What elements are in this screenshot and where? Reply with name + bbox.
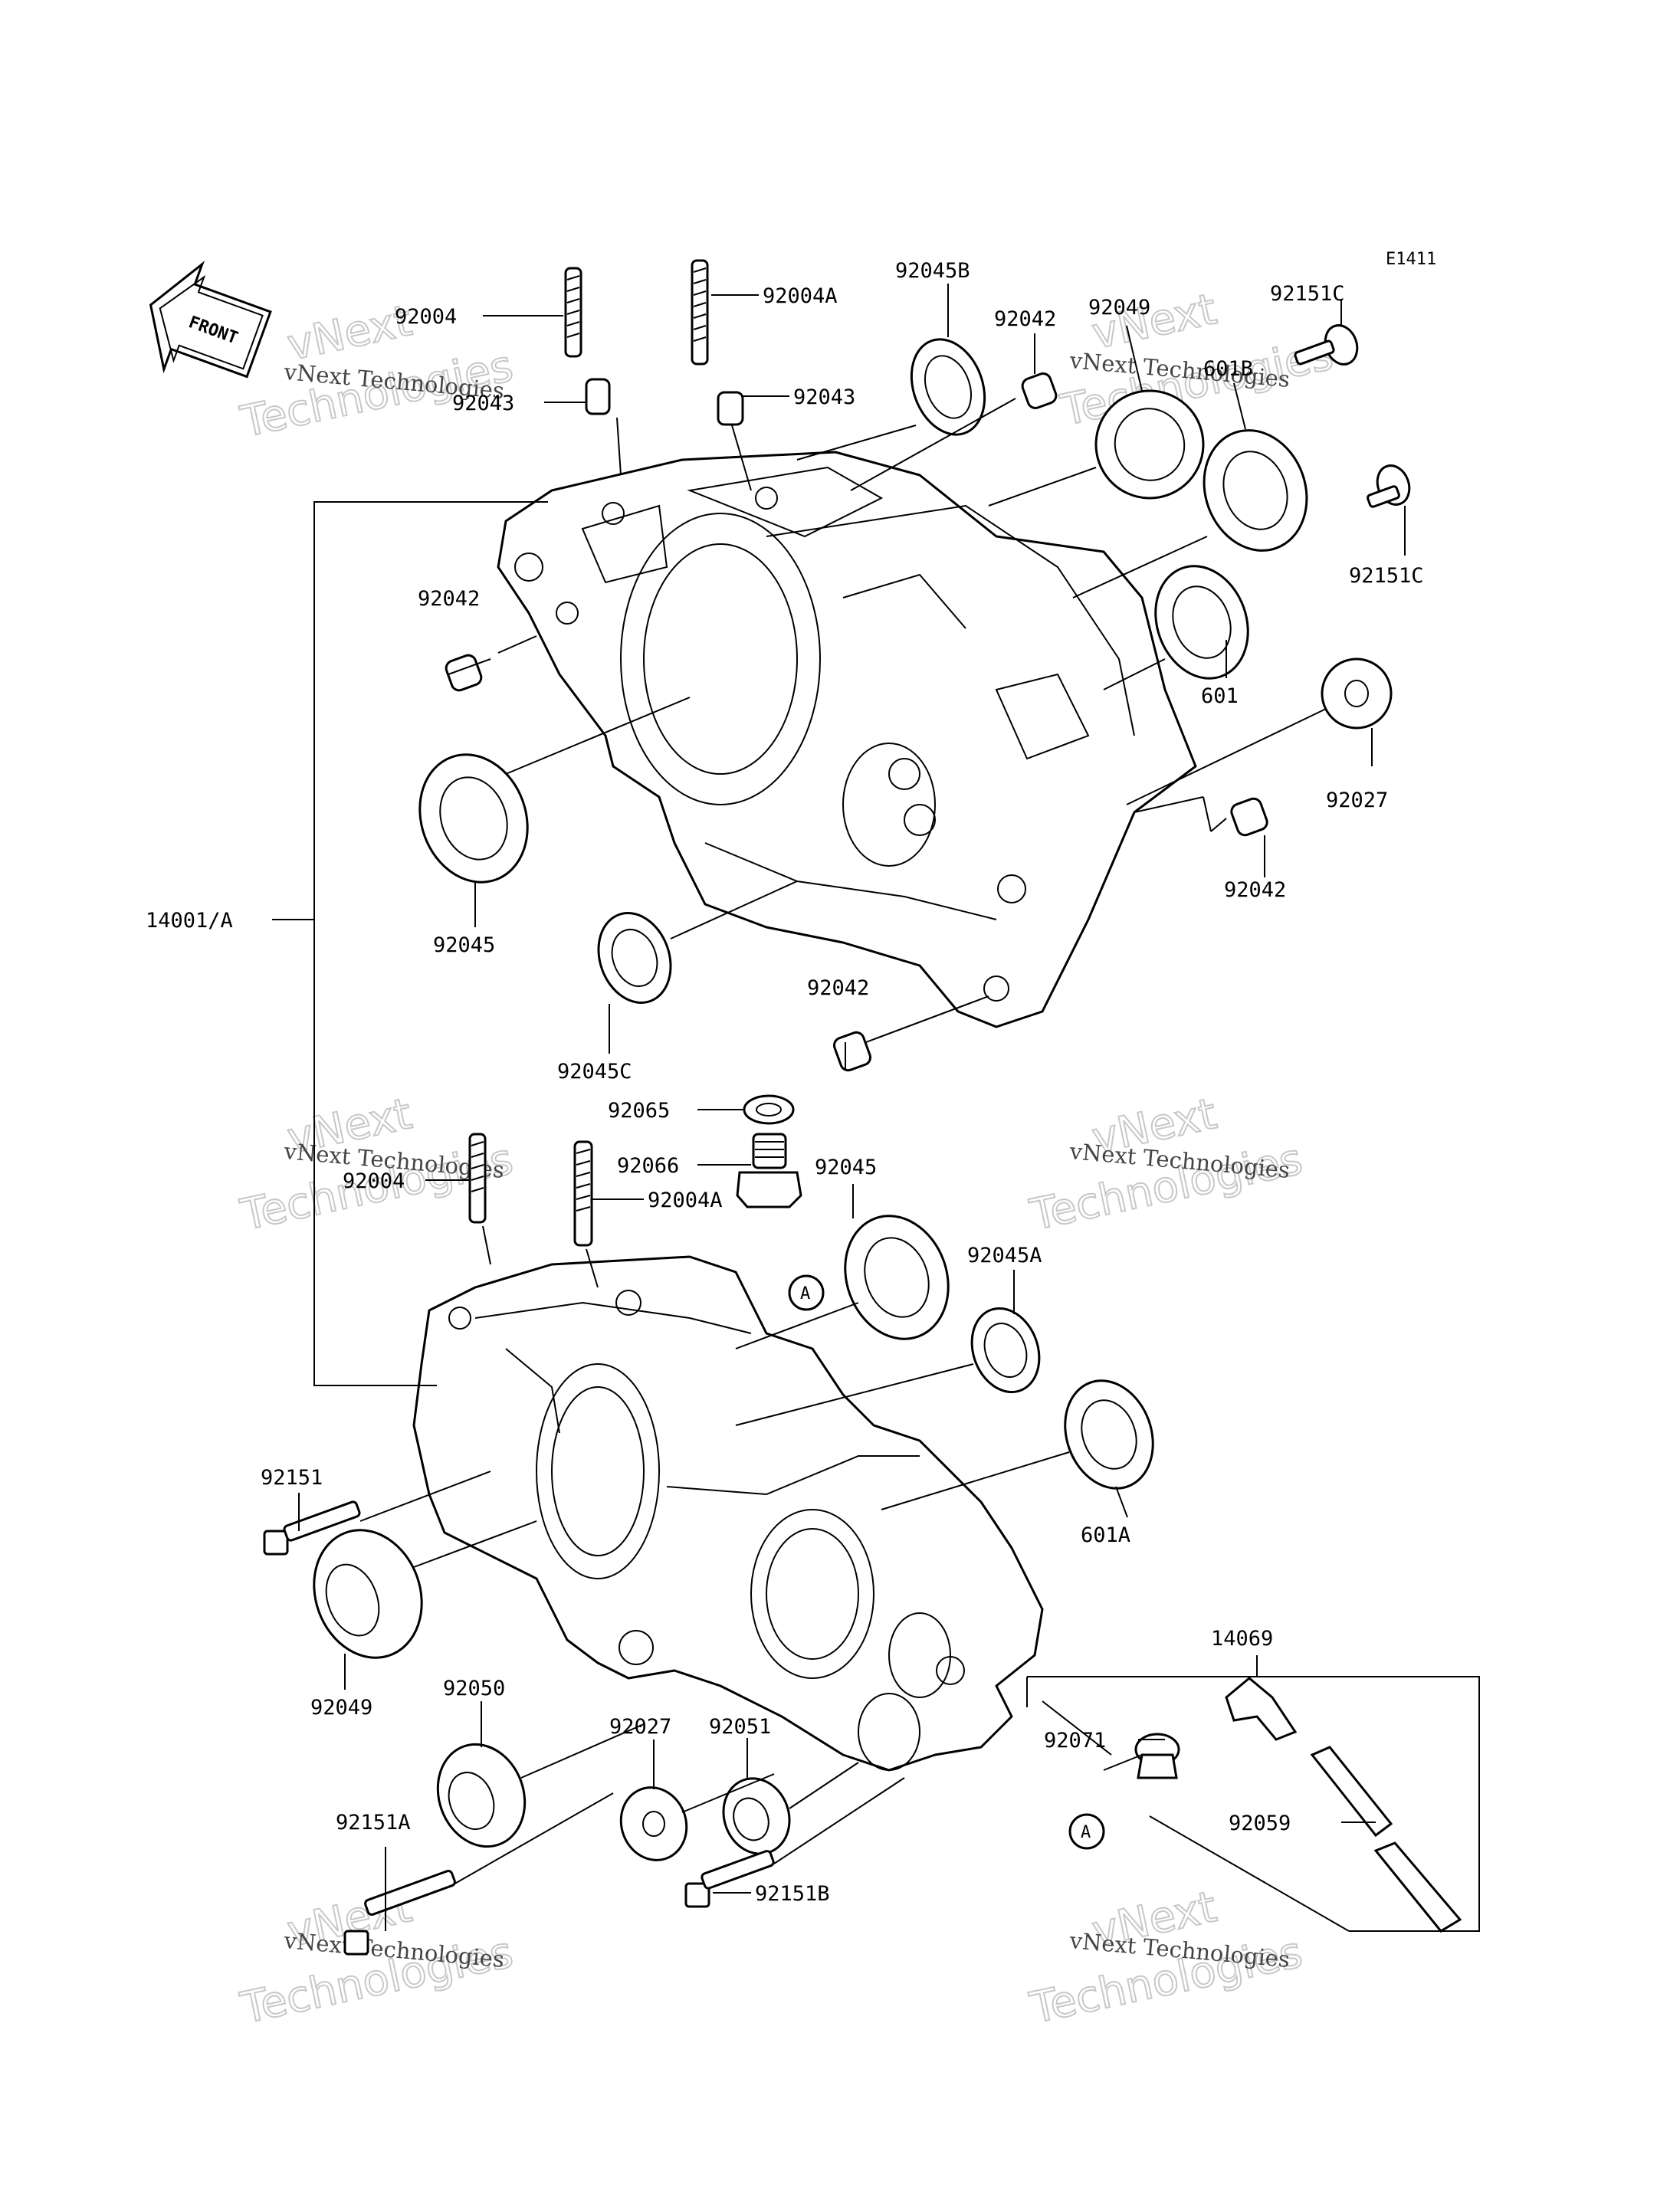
label-92004A-low: 92004A: [648, 1189, 723, 1212]
label-92004A-top: 92004A: [763, 284, 838, 308]
hose-assembly-14069: [1026, 1676, 1480, 1933]
watermark-mid-right: vNext Technologies vNext Technologies: [1025, 1088, 1307, 1241]
label-92042-top: 92042: [994, 307, 1056, 331]
marker-A-top: A: [788, 1274, 825, 1311]
washer-92027-low: [619, 1786, 688, 1861]
lower-crankcase-half: [412, 1255, 1044, 1772]
label-92045A: 92045A: [967, 1244, 1042, 1267]
seal-92049-top: [1094, 389, 1205, 500]
label-92043-right: 92043: [793, 385, 855, 409]
marker-A-label: A: [800, 1284, 810, 1303]
stud-92004A-top: [691, 259, 709, 366]
upper-crankcase-half: [497, 451, 1197, 1028]
label-92071: 92071: [1044, 1729, 1106, 1753]
label-92049-top: 92049: [1088, 296, 1150, 320]
label-92051: 92051: [709, 1715, 771, 1739]
bolt-92151B: [684, 1850, 775, 1908]
label-92151A: 92151A: [336, 1811, 411, 1835]
label-14001A: 14001/A: [146, 909, 233, 933]
label-92045B: 92045B: [895, 259, 970, 283]
label-601A: 601A: [1081, 1523, 1130, 1547]
bearing-601: [1154, 565, 1249, 680]
bearing-601A: [1064, 1379, 1154, 1490]
label-92042-left: 92042: [418, 587, 480, 611]
label-92059: 92059: [1229, 1812, 1291, 1835]
stud-92004-top: [564, 267, 582, 358]
label-92151B: 92151B: [755, 1882, 830, 1906]
label-92045-low: 92045: [815, 1156, 877, 1179]
label-92004-low: 92004: [343, 1169, 405, 1193]
watermark-bottom-right: vNext Technologies vNext Technologies: [1025, 1881, 1307, 2035]
label-92049-low: 92049: [310, 1696, 372, 1720]
leader-lines: [272, 284, 1406, 1932]
seal-92049-low: [313, 1529, 423, 1659]
stud-92004A-low: [573, 1140, 593, 1247]
label-92004-top: 92004: [395, 305, 457, 329]
watermark-top-left: vNext Technologies vNext Technologies: [235, 295, 517, 448]
label-92042-mid: 92042: [807, 976, 869, 1000]
part-labels: 92004 92043 92004A 92043 92045B 92042 92…: [146, 259, 1424, 1906]
dowel-92042-top: [1021, 372, 1058, 409]
drain-plug-92066: [736, 1133, 802, 1208]
label-92151C-top: 92151C: [1270, 282, 1345, 306]
bearing-92045B: [910, 338, 986, 436]
bolt-92151: [263, 1500, 361, 1556]
stud-92004-low: [468, 1133, 487, 1224]
seal-92050: [436, 1743, 527, 1848]
label-92066: 92066: [617, 1154, 679, 1178]
label-92151C-mid: 92151C: [1349, 564, 1424, 588]
label-92045C: 92045C: [557, 1060, 632, 1084]
label-601B: 601B: [1203, 357, 1253, 381]
marker-A-bottom: A: [1068, 1813, 1105, 1850]
bolt-92151A: [343, 1869, 456, 1956]
label-92027-low: 92027: [609, 1715, 671, 1739]
dowel-92042-mid: [832, 1031, 872, 1072]
label-92042-right: 92042: [1224, 878, 1286, 902]
dowel-92042-left: [445, 654, 483, 692]
washer-92027-right: [1321, 657, 1393, 730]
label-92045-left: 92045: [433, 933, 495, 957]
seal-92051: [722, 1777, 791, 1855]
marker-A-label: A: [1081, 1823, 1091, 1842]
diagram-code: E1411: [1386, 250, 1436, 269]
bearing-92045C: [597, 912, 672, 1004]
bearing-92045-low: [844, 1215, 950, 1340]
label-92043-left: 92043: [452, 392, 514, 415]
label-92065: 92065: [608, 1099, 670, 1123]
bearing-92045A: [970, 1307, 1041, 1394]
dowel-92042-right: [1230, 797, 1268, 837]
washer-92065: [743, 1094, 795, 1125]
screw-92151C-top: [1294, 324, 1359, 366]
label-92050: 92050: [443, 1677, 505, 1700]
front-arrow-icon: FRONT: [149, 261, 272, 379]
label-92151: 92151: [261, 1466, 323, 1490]
label-92027-right: 92027: [1326, 789, 1388, 812]
label-14069: 14069: [1211, 1627, 1273, 1651]
dowel-92043-left: [585, 378, 611, 415]
screw-92151C-mid: [1367, 464, 1411, 508]
bearing-601B: [1203, 429, 1308, 552]
label-601: 601: [1201, 684, 1239, 708]
dowel-92043-right: [717, 391, 744, 426]
bearing-92045-left: [418, 753, 529, 884]
